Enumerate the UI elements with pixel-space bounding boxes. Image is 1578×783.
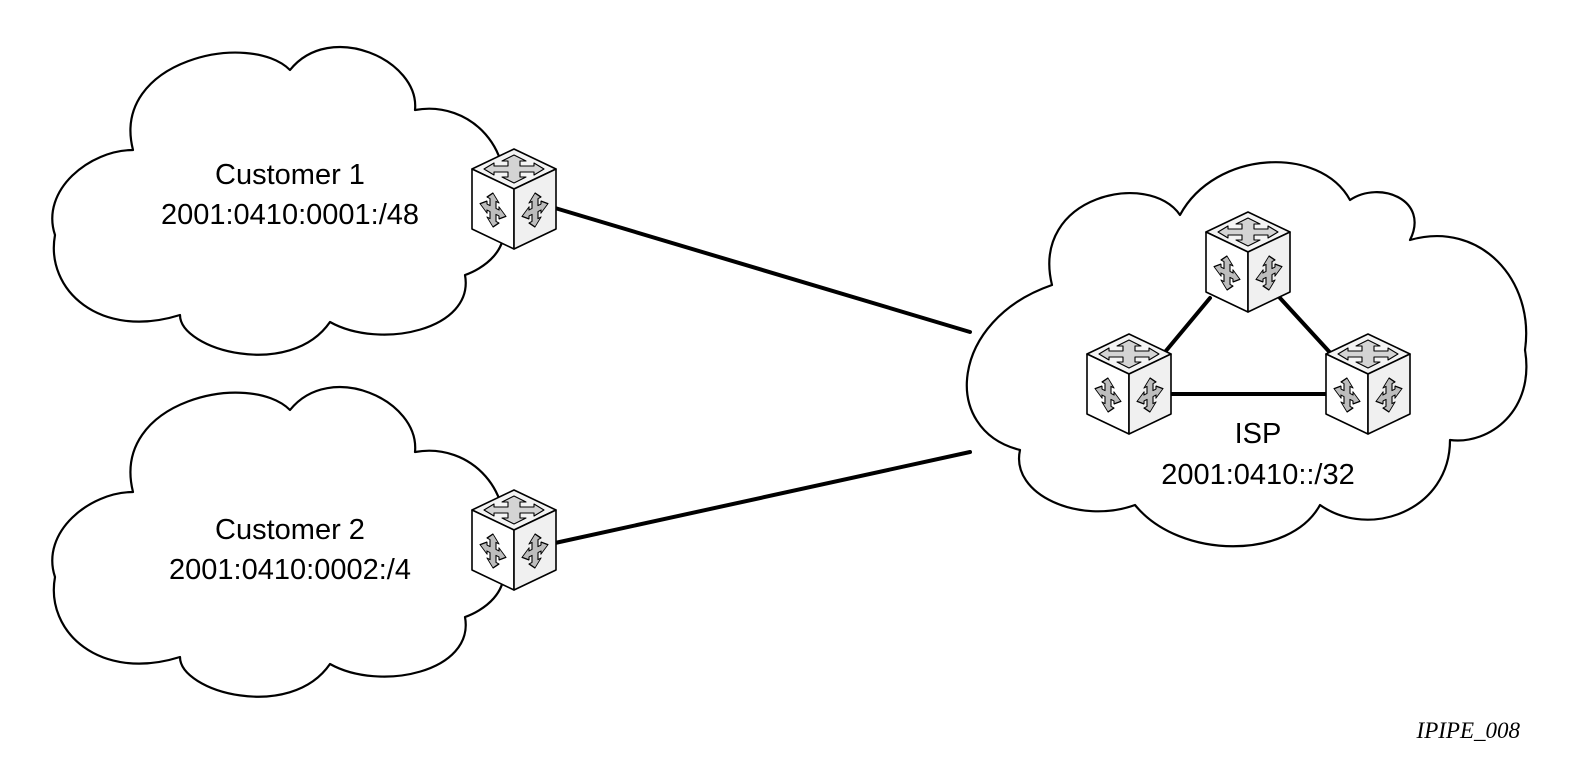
router-icon-isp-right	[1325, 333, 1411, 435]
isp-link-top-right	[1278, 296, 1337, 360]
customer-2-name: Customer 2	[215, 514, 365, 546]
cloud-customer-2	[51, 386, 506, 698]
isp-link-top-left	[1158, 296, 1212, 360]
customer-1-prefix: 2001:0410:0001:/48	[161, 199, 419, 231]
cloud-isp	[965, 161, 1528, 548]
router-icon-isp-top	[1205, 211, 1291, 313]
router-icon-customer-1	[471, 148, 557, 250]
link-customer2-isp	[553, 450, 972, 545]
isp-prefix: 2001:0410::/32	[1161, 459, 1355, 491]
router-icon-isp-left	[1086, 333, 1172, 435]
isp-name: ISP	[1235, 418, 1282, 450]
figure-id: IPIPE_008	[1416, 718, 1521, 743]
link-customer1-isp	[553, 206, 972, 334]
router-icon-customer-2	[471, 489, 557, 591]
customer-1-name: Customer 1	[215, 159, 365, 191]
cloud-customer-1	[51, 45, 506, 356]
customer-2-prefix: 2001:0410:0002:/4	[169, 554, 411, 586]
